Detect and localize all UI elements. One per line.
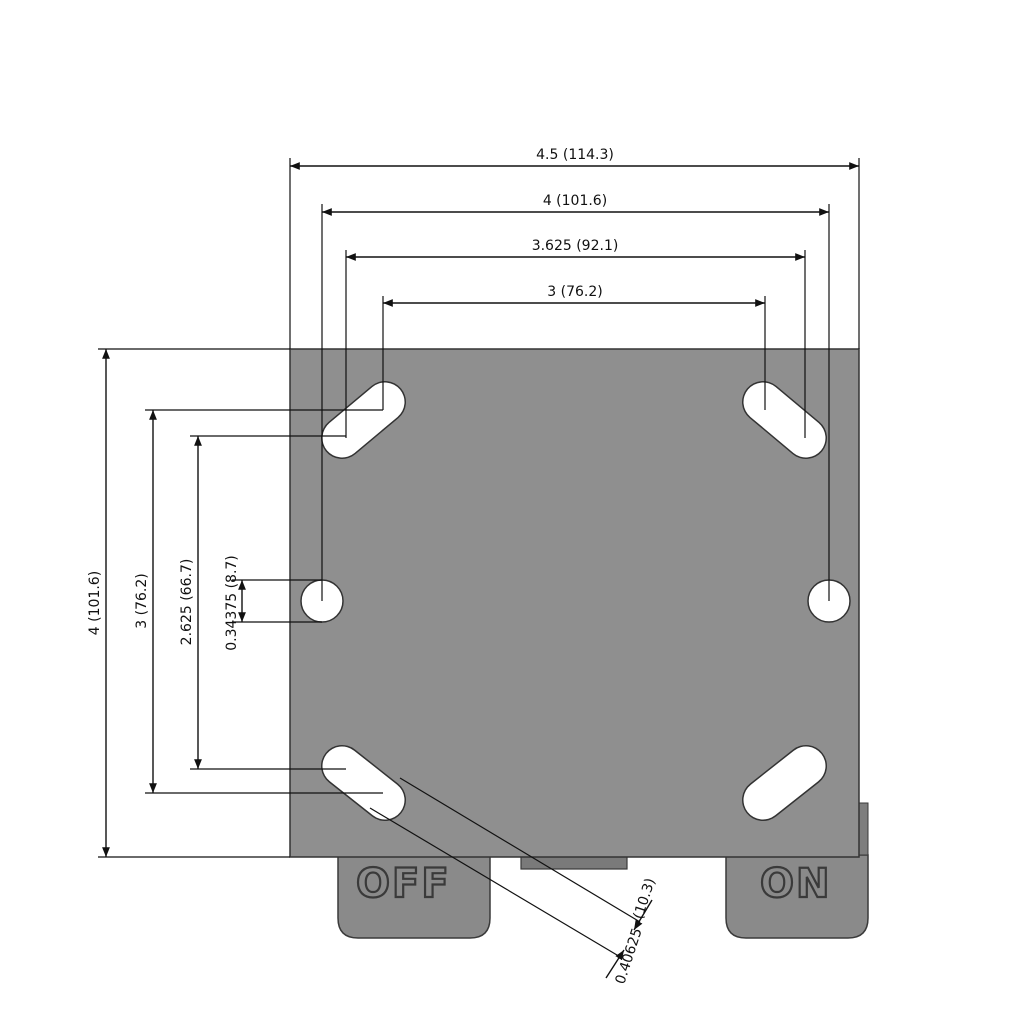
slot-hole-bottom-left bbox=[321, 745, 406, 821]
dim-text-outer-v: 3 (76.2) bbox=[134, 573, 150, 628]
slot-hole-top-right bbox=[742, 381, 827, 459]
dim-text-outer-h: 4 (101.6) bbox=[543, 193, 607, 209]
dim-text-overall-height: 4 (101.6) bbox=[87, 571, 103, 635]
dim-text-mid-h: 3.625 (92.1) bbox=[532, 238, 619, 254]
brake-pedal-on: ON bbox=[725, 854, 869, 939]
vertical-extension-lines bbox=[98, 348, 383, 858]
pedal-label-off: OFF bbox=[356, 861, 451, 907]
pedal-label-on: ON bbox=[760, 861, 831, 907]
dim-text-slot-width-in: 0.40625 bbox=[613, 926, 646, 986]
dim-text-inner-v: 2.625 (66.7) bbox=[179, 559, 195, 646]
slot-hole-top-left bbox=[321, 381, 406, 459]
dim-text-inner-h: 3 (76.2) bbox=[547, 284, 602, 300]
brake-pedal-off: OFF bbox=[337, 854, 491, 939]
dim-text-round-hole: 0.34375 (8.7) bbox=[224, 555, 240, 651]
horizontal-extension-lines bbox=[289, 158, 860, 601]
dim-text-slot-width-mm: (10.3) bbox=[631, 876, 659, 921]
dim-text-overall-width: 4.5 (114.3) bbox=[536, 147, 614, 163]
slot-width-dimension bbox=[369, 777, 653, 979]
slot-hole-bottom-right bbox=[742, 745, 827, 821]
